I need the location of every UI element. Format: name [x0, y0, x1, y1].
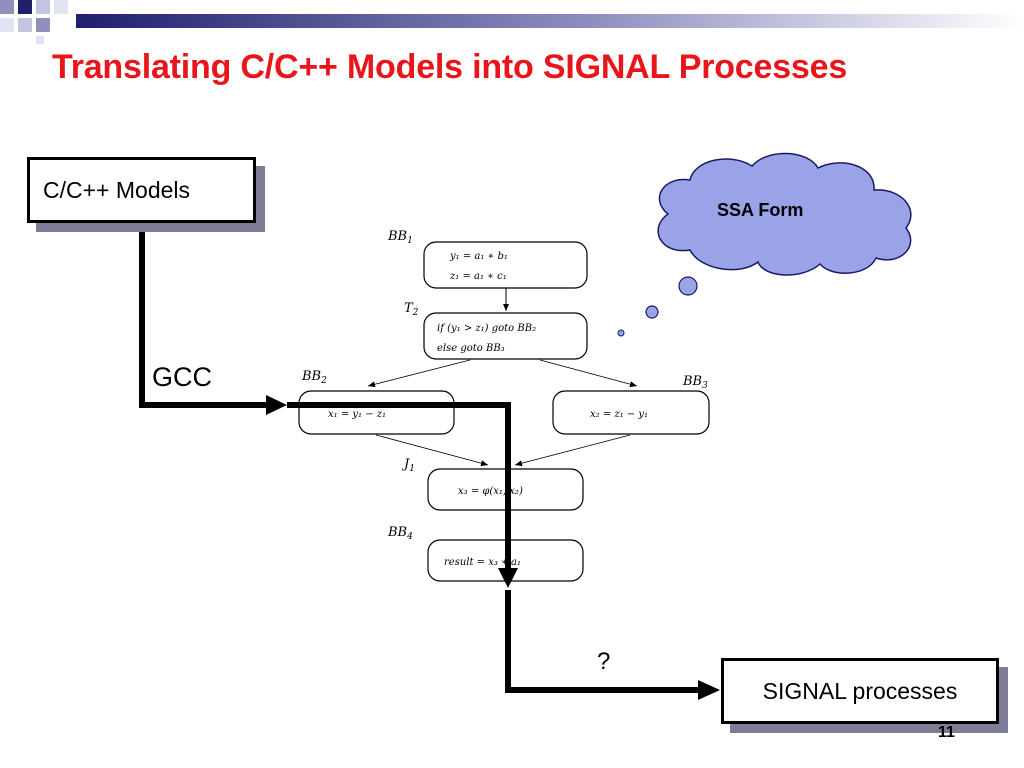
- target-box: SIGNAL processes: [721, 658, 999, 724]
- signal-path-line: [505, 590, 700, 693]
- header-square-5: [36, 18, 50, 32]
- ssa-graph: BB1 y₁ = a₁ ∗ b₁ z₁ = a₁ ∗ c₁ T2 if (y₁ …: [298, 229, 710, 582]
- signal-flow-path: [505, 590, 720, 700]
- edge-t2-bb2: [367, 359, 471, 388]
- t2-node: [423, 312, 588, 360]
- gcc-flow-path: [139, 222, 518, 588]
- bb3-name: BB3: [682, 374, 708, 391]
- t2-line-1: if (y₁ > z₁) goto BB₂: [437, 323, 536, 334]
- ssa-cloud: [617, 152, 912, 337]
- bb2-node: [298, 390, 455, 435]
- cloud-shape: [657, 152, 912, 276]
- bb4-line-1: result = x₃ ∗ a₁: [444, 557, 521, 568]
- bb4-name: BB4: [387, 525, 413, 542]
- bb2-line-1: x₁ = y₁ − z₁: [328, 409, 386, 420]
- source-box: C/C++ Models: [27, 157, 256, 223]
- header-square-6: [54, 0, 68, 14]
- bb3-line-1: x₂ = z₁ − y₁: [590, 409, 648, 420]
- bb1-line-1: y₁ = a₁ ∗ b₁: [449, 251, 508, 262]
- question-label: ?: [597, 648, 611, 675]
- j1-line-1: x₃ = φ(x₁, x₂): [458, 486, 523, 497]
- bb1-line-2: z₁ = a₁ ∗ c₁: [449, 271, 507, 282]
- page-number: 11: [938, 724, 955, 741]
- slide-title: Translating C/C++ Models into SIGNAL Pro…: [52, 48, 848, 86]
- gcc-label: GCC: [152, 362, 212, 392]
- signal-arrowhead: [698, 680, 720, 700]
- t2-name: T2: [404, 301, 419, 318]
- header-square-8: [36, 36, 44, 44]
- header-decoration: [0, 0, 1024, 44]
- header-square-2: [18, 0, 32, 14]
- header-square-7: [0, 18, 14, 32]
- edge-bb3-j1: [514, 434, 631, 467]
- t2-line-2: else goto BB₃: [437, 343, 505, 354]
- edge-t2-bb3: [539, 359, 638, 388]
- cloud-bubble-large: [678, 276, 698, 296]
- j1-name: J1: [401, 457, 415, 474]
- cloud-bubble-medium: [645, 305, 659, 319]
- bb1-name: BB1: [387, 229, 413, 246]
- ssa-form-label: SSA Form: [717, 200, 804, 220]
- header-square-4: [18, 18, 32, 32]
- gcc-path-to-bb2: [139, 222, 268, 408]
- gcc-arrowhead-1: [266, 395, 287, 415]
- gcc-path-through-graph: [287, 402, 511, 570]
- edge-bb2-j1: [375, 434, 489, 467]
- header-square-3: [36, 0, 50, 14]
- bb3-node: [552, 390, 710, 435]
- header-gradient-band: [76, 14, 1024, 28]
- cloud-bubble-small: [617, 329, 625, 337]
- header-square-1: [0, 0, 14, 14]
- bb2-name: BB2: [301, 369, 327, 386]
- gcc-arrowhead-2: [498, 568, 518, 588]
